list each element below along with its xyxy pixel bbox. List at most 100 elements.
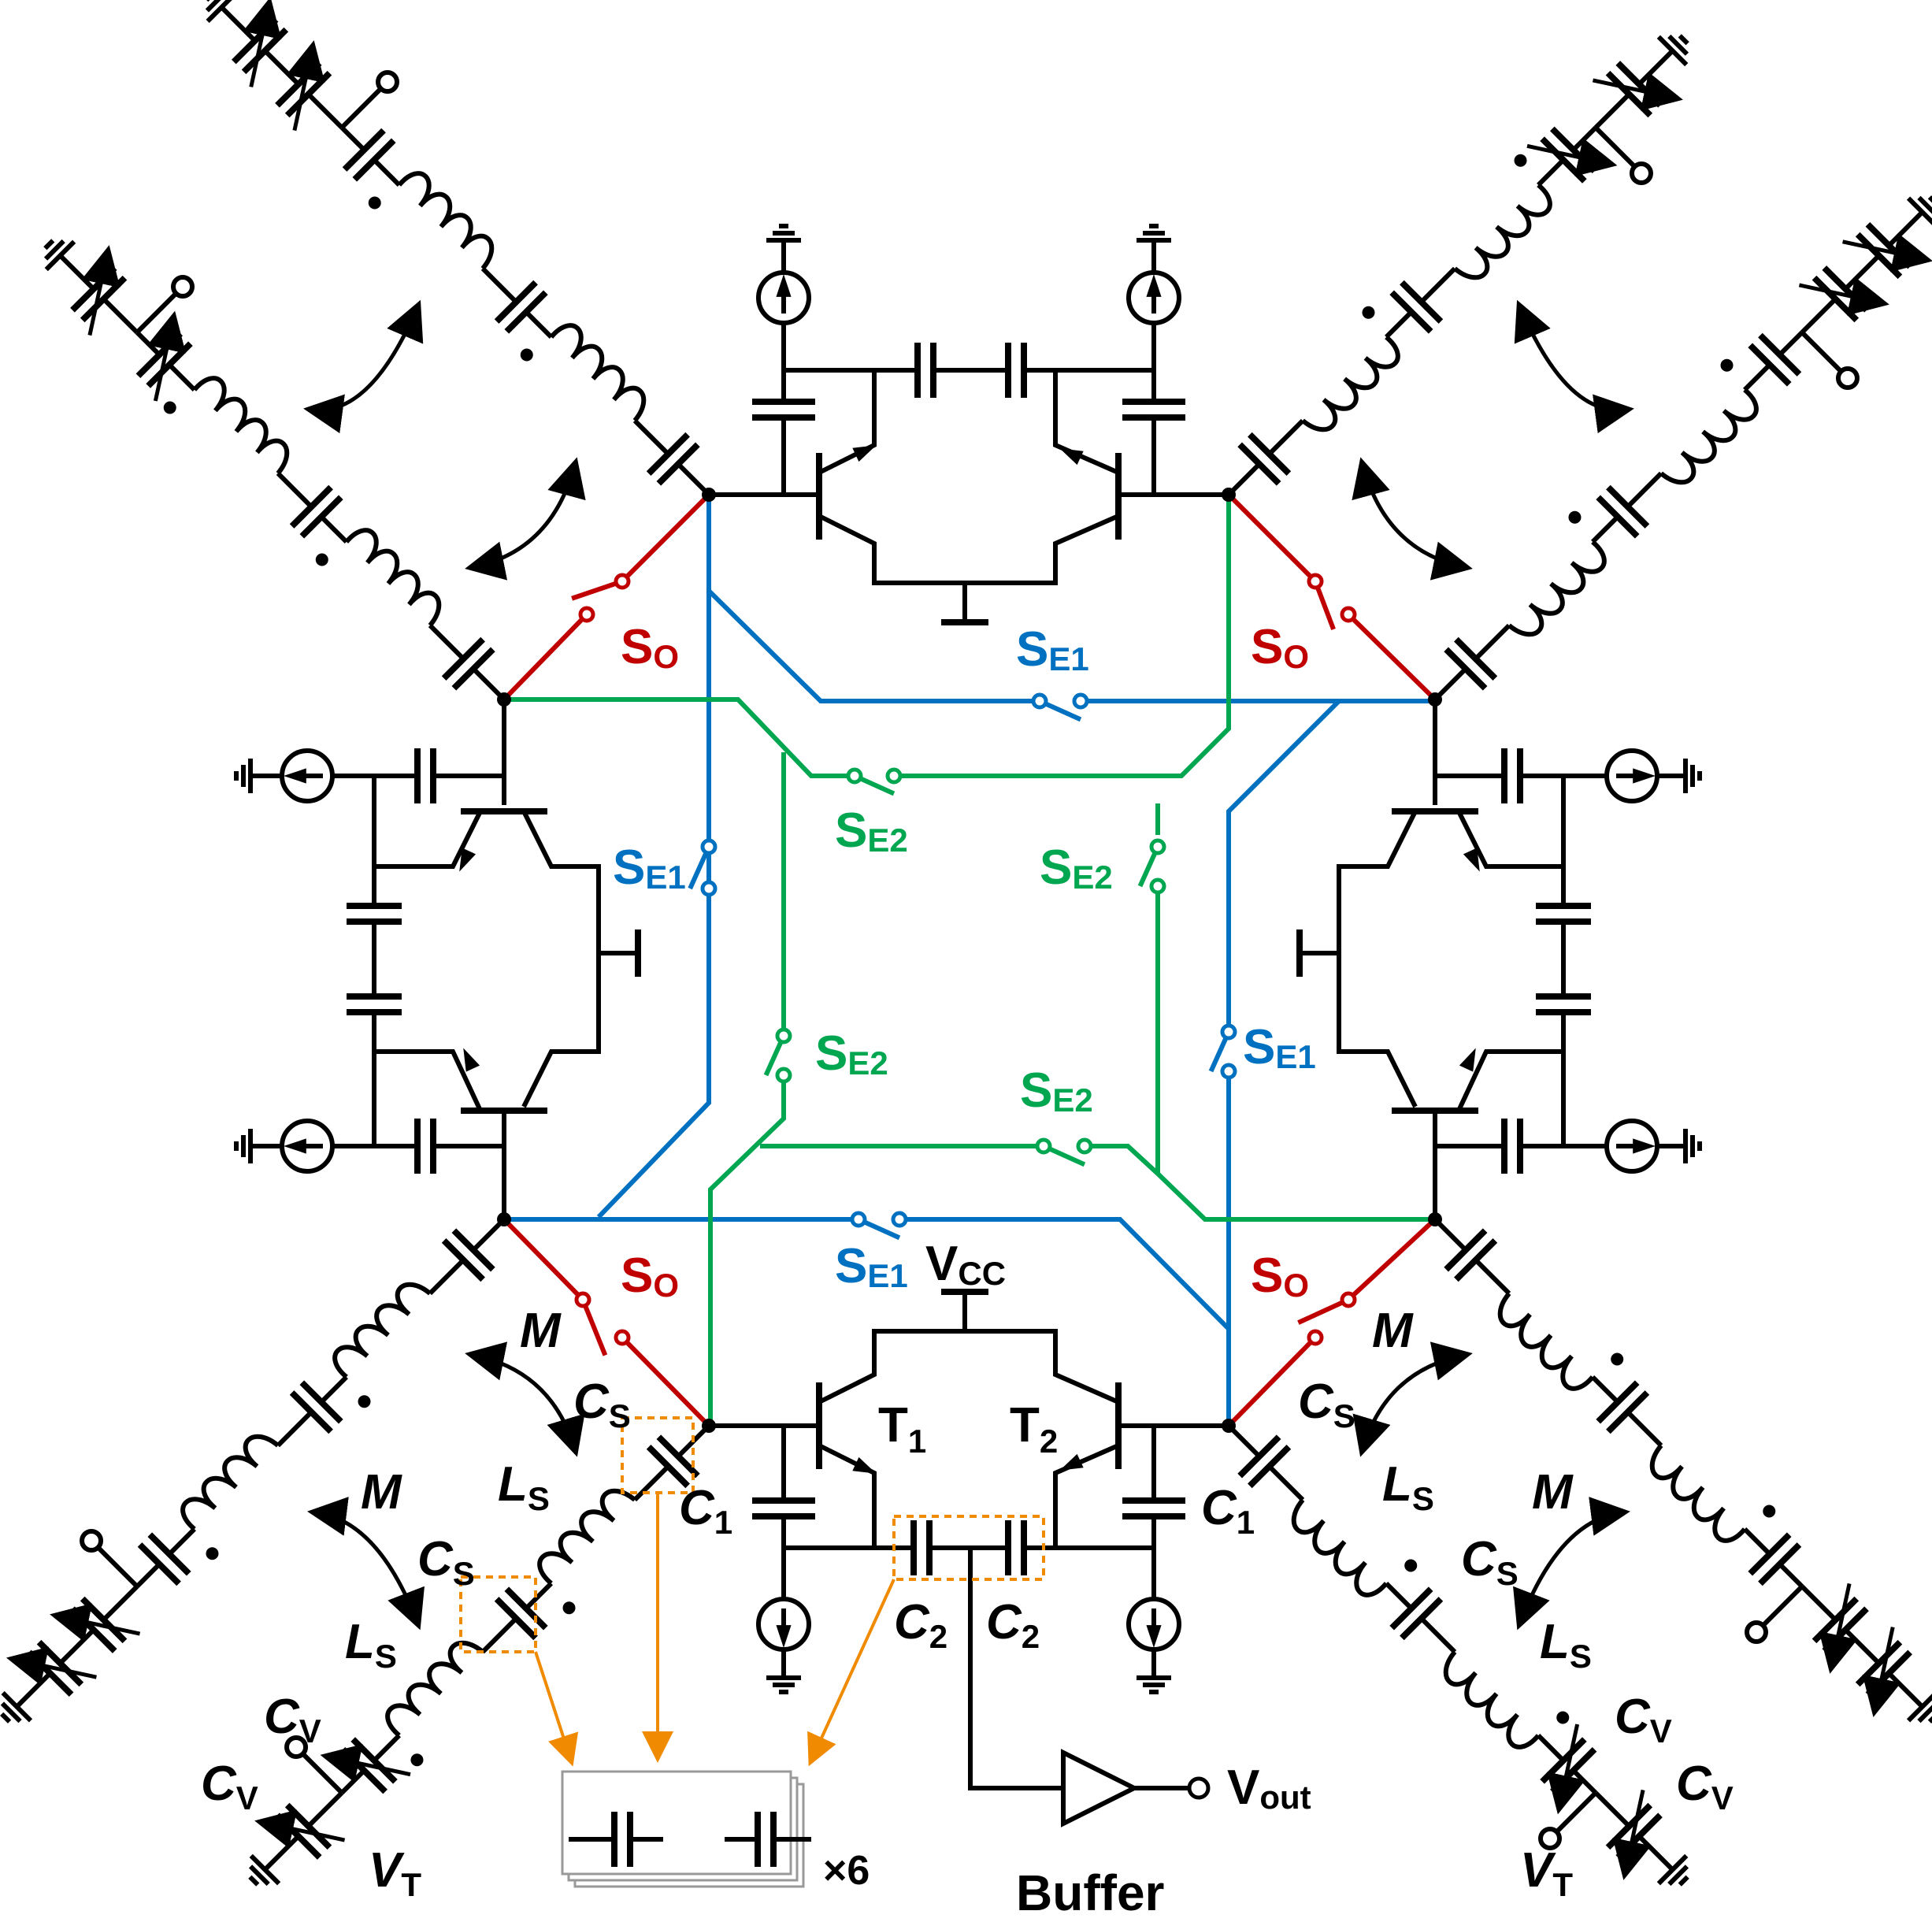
wire bbox=[1433, 1217, 1468, 1252]
ground-plate bbox=[1678, 34, 1689, 46]
tune-terminal bbox=[80, 1528, 104, 1553]
wire bbox=[306, 92, 344, 130]
se1-wire bbox=[706, 588, 1032, 703]
tune-wire bbox=[135, 291, 178, 335]
resonator-arm bbox=[1226, 34, 1689, 497]
wire bbox=[1456, 810, 1563, 869]
switch-symbol bbox=[1208, 1023, 1237, 1080]
ground-plate bbox=[43, 239, 55, 250]
so-label: SO bbox=[621, 1249, 679, 1304]
se2-wire bbox=[898, 495, 1231, 778]
wire bbox=[102, 297, 139, 335]
arrow-head bbox=[1059, 448, 1084, 466]
se1-label: SE1 bbox=[613, 840, 686, 896]
wire bbox=[480, 266, 518, 304]
mutual-coupling-arrow bbox=[1513, 1497, 1630, 1631]
wire bbox=[471, 1217, 506, 1252]
cap-plate bbox=[1758, 1542, 1802, 1586]
varactor-arrow bbox=[320, 1744, 411, 1783]
cap-plate bbox=[1444, 647, 1488, 691]
inductor-coil bbox=[180, 1434, 280, 1531]
cap-plate bbox=[451, 647, 495, 691]
se1-label: SE1 bbox=[1243, 1020, 1316, 1075]
c1-label: C1 bbox=[679, 1481, 732, 1541]
t1-label: T1 bbox=[878, 1398, 926, 1460]
ground-symbol bbox=[766, 1675, 801, 1694]
mutual-coupling-arrow bbox=[1352, 1341, 1473, 1457]
wire bbox=[632, 418, 670, 456]
wire bbox=[339, 125, 366, 152]
arrow-head bbox=[463, 1048, 480, 1072]
wire bbox=[1226, 1423, 1262, 1459]
coupling-dot bbox=[1763, 1505, 1776, 1518]
tune-wire bbox=[301, 1752, 344, 1795]
cap-plate bbox=[504, 290, 548, 334]
cap-plate bbox=[1596, 495, 1640, 539]
inductor-coil bbox=[1453, 183, 1552, 280]
ground-plate bbox=[1927, 195, 1932, 203]
ground-plate bbox=[43, 239, 65, 261]
wire bbox=[1537, 1734, 1566, 1763]
cap-plate bbox=[1596, 1380, 1640, 1424]
wire bbox=[1626, 1410, 1663, 1448]
varactor-arrow bbox=[1526, 138, 1618, 176]
coupling-dot bbox=[315, 553, 328, 566]
switch-symbol bbox=[1031, 692, 1089, 722]
ls-label: LS bbox=[345, 1615, 397, 1675]
wire bbox=[1800, 1584, 1837, 1622]
callout-line bbox=[534, 1651, 579, 1767]
cs-label: CS bbox=[573, 1375, 631, 1434]
ground-plate bbox=[248, 1864, 270, 1887]
tune-terminal bbox=[171, 275, 195, 299]
mutual-coupling-arrow bbox=[465, 457, 586, 581]
mutual-coupling-arrow bbox=[1352, 457, 1473, 581]
coupling-dot bbox=[1611, 1352, 1624, 1366]
inductor-coil bbox=[549, 323, 647, 422]
wire bbox=[1800, 297, 1837, 335]
mutual-label: M bbox=[1372, 1304, 1414, 1358]
arrow-head bbox=[284, 1138, 306, 1154]
ground-plate bbox=[248, 1875, 260, 1887]
tune-wire bbox=[1761, 1584, 1804, 1627]
cap-plate bbox=[1444, 1228, 1488, 1272]
coupling-dot bbox=[1568, 510, 1582, 524]
coupling-dot bbox=[1720, 358, 1734, 372]
cap-plate bbox=[1237, 442, 1281, 486]
wire bbox=[968, 1548, 1063, 1790]
se1-label: SE1 bbox=[1016, 622, 1089, 677]
tune-wire bbox=[1555, 1790, 1598, 1834]
switch-symbol bbox=[850, 1211, 908, 1241]
cv-label: CV bbox=[1676, 1757, 1734, 1816]
ground-plate bbox=[205, 0, 221, 13]
ground-plate bbox=[0, 1712, 12, 1723]
ground-plate bbox=[1917, 195, 1932, 214]
inductor-coil bbox=[332, 1282, 432, 1379]
cap-plate bbox=[656, 1434, 700, 1479]
inductor-coil bbox=[397, 171, 495, 270]
mutual-coupling-arrows bbox=[303, 299, 1634, 1631]
cap-bank-box bbox=[892, 1515, 1045, 1581]
ground-plate bbox=[1927, 1716, 1932, 1723]
wire bbox=[276, 1410, 313, 1448]
ls-label: LS bbox=[1382, 1457, 1434, 1517]
varactor-arrow bbox=[50, 1603, 141, 1642]
ground-plate bbox=[1656, 35, 1689, 67]
se2-label: SE2 bbox=[1040, 840, 1113, 896]
cap-plate bbox=[1237, 1434, 1281, 1479]
wire bbox=[276, 471, 313, 509]
wire bbox=[1053, 370, 1120, 475]
coupling-dot bbox=[520, 348, 533, 362]
arrow-head bbox=[1633, 768, 1656, 784]
arrow-head bbox=[1459, 1048, 1476, 1072]
mutual-label: M bbox=[1532, 1465, 1574, 1519]
se2-wire bbox=[504, 697, 851, 778]
resonator-arm bbox=[1433, 1217, 1932, 1723]
varactor-arrow bbox=[1798, 276, 1889, 316]
wire bbox=[1537, 158, 1566, 187]
wire bbox=[374, 810, 483, 869]
se2-wire bbox=[1087, 1144, 1160, 1176]
tune-terminal bbox=[284, 1735, 309, 1759]
switch-symbol bbox=[688, 838, 718, 897]
wire bbox=[1887, 1672, 1924, 1709]
cap-plate bbox=[1389, 290, 1433, 334]
